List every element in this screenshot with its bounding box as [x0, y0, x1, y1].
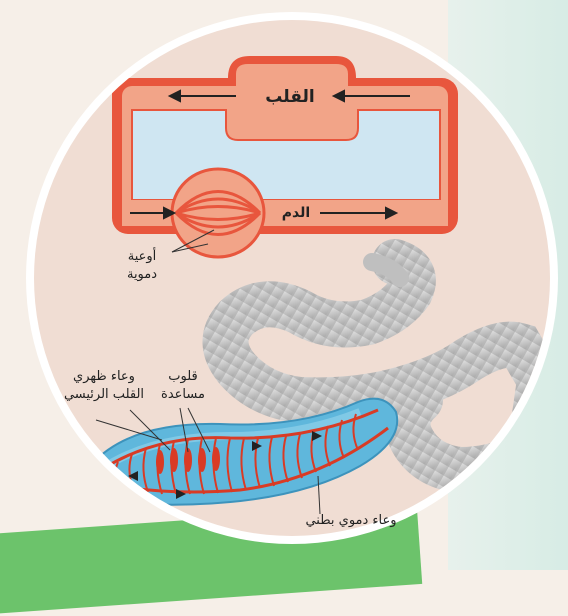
- aux-hearts-label: قلوب مساعدة: [148, 368, 218, 403]
- dorsal-vessel-label-line1: وعاء ظهري: [48, 368, 160, 386]
- dorsal-vessel-label: وعاء ظهري القلب الرئيسي: [48, 368, 160, 403]
- vessels-label: أوعية دموية: [112, 248, 172, 283]
- aux-hearts-label-line1: قلوب: [148, 368, 218, 386]
- blood-label: الدم: [274, 204, 318, 223]
- aux-hearts-label-line2: مساعدة: [148, 386, 218, 404]
- dorsal-vessel-label-line2: القلب الرئيسي: [48, 386, 160, 404]
- vessels-label-line1: أوعية: [112, 248, 172, 266]
- vessels-label-line2: دموية: [112, 266, 172, 284]
- ventral-vessel-label: وعاء دموي بطني: [286, 512, 416, 530]
- capillary-bed: [172, 169, 264, 257]
- heart-label: القلب: [262, 86, 318, 109]
